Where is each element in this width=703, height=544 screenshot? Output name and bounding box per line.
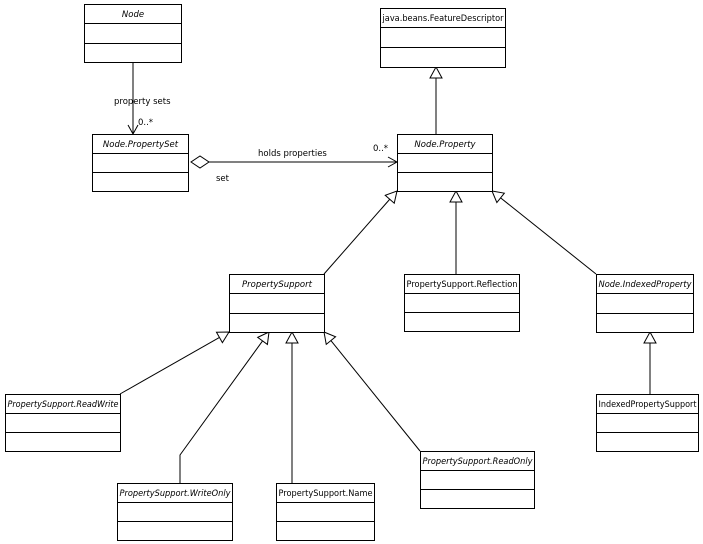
classes-layer: Node java.beans.FeatureDescriptorNode.Pro…: [5, 4, 699, 541]
labels-layer: property sets 0..* holds properties set 0..*: [114, 97, 388, 184]
class-box: [229, 274, 325, 333]
class-feature-descriptor[interactable]: java.beans.FeatureDescriptor: [380, 8, 506, 68]
class-ps-reflection[interactable]: PropertySupport.Reflection: [404, 274, 520, 332]
class-box: [420, 451, 535, 509]
class-node-indexed-property[interactable]: Node.IndexedProperty: [596, 274, 694, 333]
class-name: Node: [122, 10, 144, 20]
label-property-sets: property sets: [114, 97, 171, 107]
class-box: [276, 483, 375, 541]
relation-line: [323, 198, 391, 275]
class-box: [596, 394, 699, 452]
generalization-arrow-icon: [323, 331, 337, 346]
class-indexed-property-support[interactable]: IndexedPropertySupport: [596, 394, 699, 452]
generalization-arrow-icon: [256, 331, 270, 346]
class-box: [397, 134, 493, 192]
class-name: Node.IndexedProperty: [599, 280, 693, 290]
class-name: PropertySupport.Reflection: [407, 280, 518, 290]
class-box: [84, 4, 182, 63]
class-box: [92, 134, 189, 192]
generalization-arrow-icon: [449, 189, 463, 203]
relation-prop-fd: [429, 65, 443, 134]
multiplicity-holds-properties: 0..*: [373, 144, 388, 154]
generalization-arrow-icon: [384, 190, 398, 205]
generalization-arrow-icon: [491, 190, 506, 204]
relation-rw-ps: [119, 331, 230, 395]
class-name: java.beans.FeatureDescriptor: [382, 14, 504, 24]
class-name: Node.PropertySet: [103, 140, 179, 150]
class-box: [380, 8, 506, 68]
generalization-arrow-icon: [429, 65, 443, 79]
class-node-property-set[interactable]: Node.PropertySet: [92, 134, 189, 192]
label-set: set: [216, 174, 230, 184]
aggregation-diamond-icon: [190, 155, 210, 169]
class-property-support[interactable]: PropertySupport: [229, 274, 325, 333]
class-name: PropertySupport.WriteOnly: [120, 489, 232, 499]
relation-wo-ps: [179, 331, 270, 483]
generalization-arrow-icon: [285, 330, 299, 344]
generalization-arrow-icon: [643, 330, 657, 344]
relation-ps-prop: [323, 190, 398, 275]
relation-refl-prop: [449, 189, 463, 274]
class-box: [5, 394, 121, 452]
class-ps-name[interactable]: PropertySupport.Name: [276, 483, 375, 541]
relation-line: [500, 197, 597, 275]
class-ps-write-only[interactable]: PropertySupport.WriteOnly: [117, 483, 233, 541]
class-box: [117, 483, 233, 541]
relation-line: [179, 340, 263, 483]
relation-ips-idx: [643, 330, 657, 394]
class-node-property[interactable]: Node.Property: [397, 134, 493, 192]
label-holds-properties: holds properties: [258, 149, 327, 159]
class-name: PropertySupport.Name: [279, 489, 373, 499]
relation-line: [119, 337, 220, 395]
class-box: [596, 274, 694, 333]
class-name: PropertySupport.ReadOnly: [423, 457, 534, 467]
class-name: PropertySupport.ReadWrite: [8, 400, 119, 410]
class-box: [404, 274, 520, 332]
class-ps-read-write[interactable]: PropertySupport.ReadWrite: [5, 394, 121, 452]
multiplicity-property-sets: 0..*: [138, 118, 153, 128]
relation-line: [330, 340, 421, 452]
class-ps-read-only[interactable]: PropertySupport.ReadOnly: [420, 451, 535, 509]
class-name: IndexedPropertySupport: [599, 400, 698, 410]
relation-idx-prop: [491, 190, 597, 275]
relations-layer: [119, 62, 657, 483]
class-name: Node.Property: [414, 140, 476, 150]
generalization-arrow-icon: [215, 331, 230, 344]
relation-ro-ps: [323, 331, 421, 452]
class-name: PropertySupport: [242, 280, 313, 290]
class-node[interactable]: Node: [84, 4, 182, 63]
relation-holds: [190, 155, 399, 169]
relation-name-ps: [285, 330, 299, 483]
